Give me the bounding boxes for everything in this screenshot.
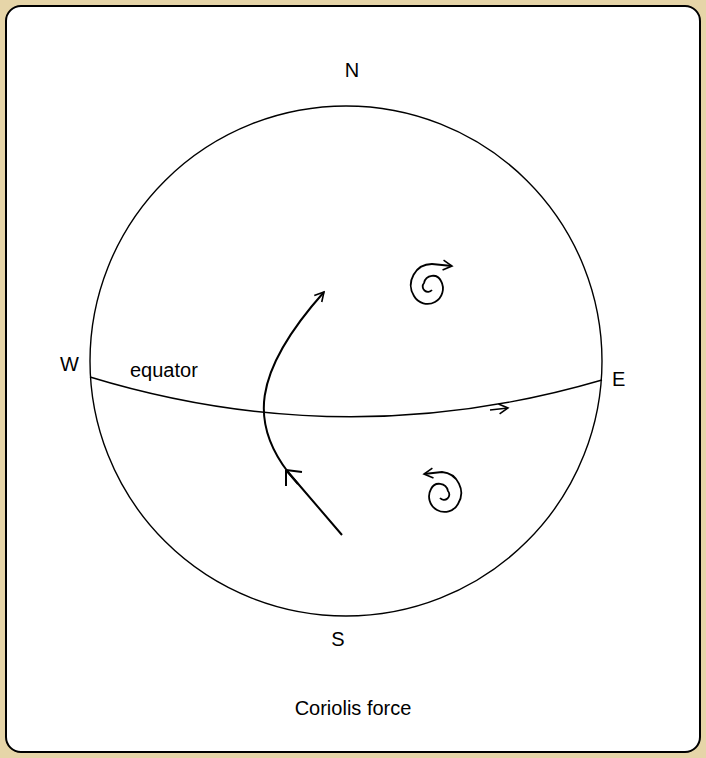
equator-arrow — [490, 408, 508, 410]
path-mid-arrowhead — [286, 470, 302, 486]
clockwise-spiral — [411, 264, 452, 304]
frame-panel — [5, 5, 701, 753]
compass-label: N — [345, 58, 359, 82]
counterclockwise-spiral — [424, 472, 461, 512]
equator-line — [90, 377, 602, 417]
deflected-path-arrow — [264, 292, 342, 535]
compass-label: S — [331, 627, 344, 651]
globe-outline — [90, 106, 602, 616]
compass-label: W — [60, 352, 79, 376]
compass-label: E — [612, 367, 625, 391]
caption-text: Coriolis force — [295, 696, 412, 720]
equator-label: equator — [130, 358, 198, 382]
